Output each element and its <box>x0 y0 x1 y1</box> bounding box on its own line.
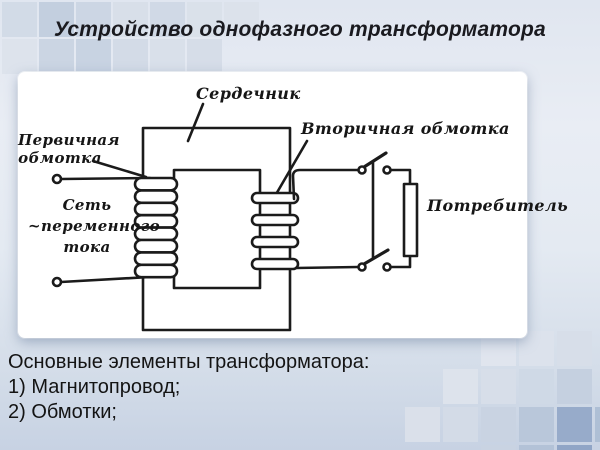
footer-item-1: 1) Магнитопровод; <box>8 376 181 398</box>
mains-label: Сеть ~переменного тока <box>28 195 160 258</box>
footer-item-2: 2) Обмотки; <box>8 401 117 423</box>
mosaic-tile <box>39 39 74 74</box>
mosaic-tile <box>2 39 37 74</box>
core-label: Сердечник <box>196 84 301 103</box>
mosaic-tile <box>519 445 554 450</box>
mosaic-tile <box>481 445 516 450</box>
mosaic-tile <box>113 2 148 37</box>
mosaic-tile <box>76 2 111 37</box>
mosaic-tile <box>595 407 600 442</box>
mosaic-tile <box>113 39 148 74</box>
primary-winding-label: Первичная обмотка <box>18 131 120 167</box>
mosaic-tile <box>39 2 74 37</box>
mosaic-tile <box>224 2 259 37</box>
mosaic-tile <box>519 407 554 442</box>
load-label: Потребитель <box>427 196 569 215</box>
mosaic-tile <box>557 331 592 366</box>
primary-winding-label-line1: Первичная <box>18 131 120 149</box>
mosaic-tile <box>557 407 592 442</box>
secondary-winding-label: Вторичная обмотка <box>301 119 510 138</box>
mosaic-tile <box>557 445 592 450</box>
mosaic-tile <box>519 369 554 404</box>
footer-text: Основные элементы трансформатора: 1) Маг… <box>8 350 568 425</box>
slide-title: Устройство однофазного трансформатора <box>54 18 546 41</box>
mosaic-tile <box>2 2 37 37</box>
mosaic-tile <box>443 369 478 404</box>
mosaic-tile <box>76 39 111 74</box>
mosaic-tile <box>557 369 592 404</box>
mosaic-tile <box>187 39 222 74</box>
mosaic-tile <box>481 407 516 442</box>
mains-label-line2: ~переменного <box>28 217 160 235</box>
mosaic-tile <box>405 407 440 442</box>
mosaic-tile <box>150 39 185 74</box>
mosaic-tile <box>519 331 554 366</box>
mosaic-tile <box>150 2 185 37</box>
mosaic-tile <box>481 369 516 404</box>
mains-label-line1: Сеть <box>62 196 112 214</box>
mosaic-tile <box>187 2 222 37</box>
primary-winding-label-line2: обмотка <box>18 149 102 167</box>
mosaic-tile <box>443 407 478 442</box>
mains-label-line3: тока <box>63 238 111 256</box>
footer-heading: Основные элементы трансформатора: <box>8 351 370 373</box>
